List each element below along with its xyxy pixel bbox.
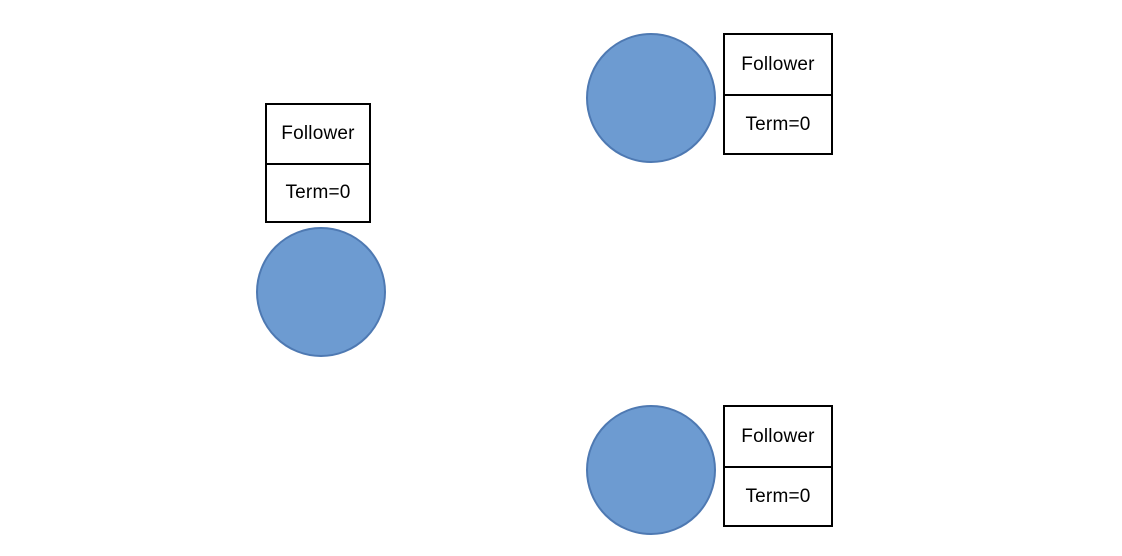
node-state-label: Follower: [741, 425, 815, 447]
node-state-label: Follower: [741, 53, 815, 75]
node-label-box: Follower Term=0: [723, 405, 833, 527]
node-circle: [586, 33, 716, 163]
node-label-box: Follower Term=0: [723, 33, 833, 155]
node-circle: [586, 405, 716, 535]
node-term-label: Term=0: [267, 163, 369, 221]
node-circle: [256, 227, 386, 357]
node-state-label: Follower: [281, 123, 355, 144]
node-term-label: Term=0: [725, 94, 831, 153]
node-label-box: Follower Term=0: [265, 103, 371, 223]
node-term-label: Term=0: [725, 466, 831, 525]
